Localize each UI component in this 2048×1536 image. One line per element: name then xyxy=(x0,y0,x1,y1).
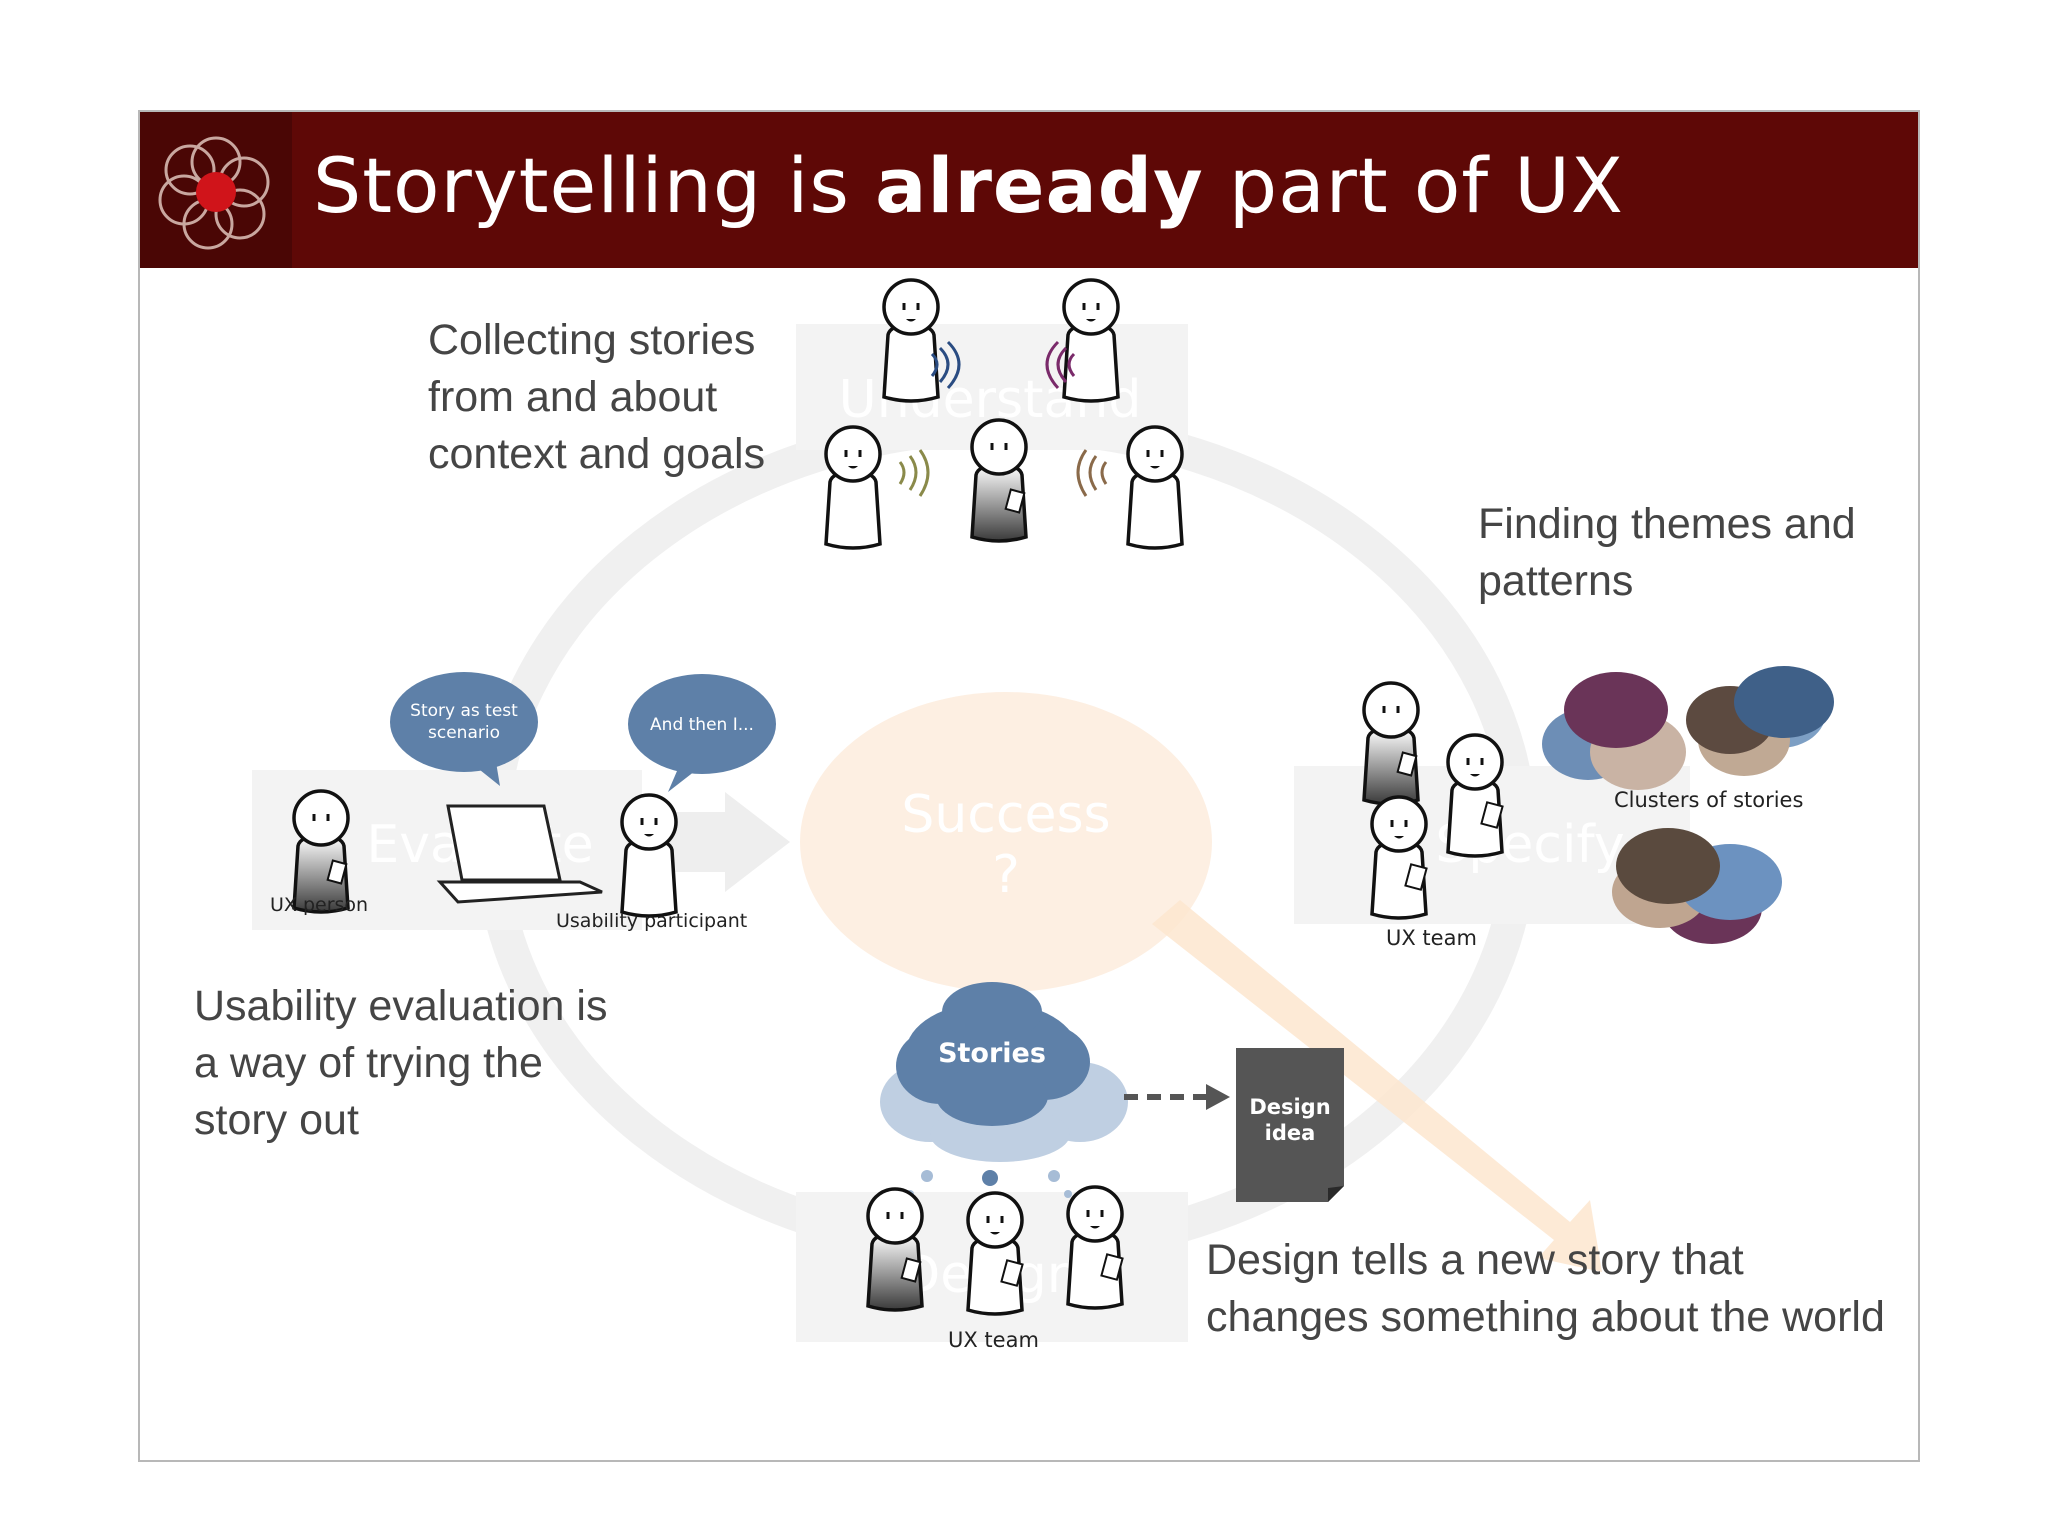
person-icon xyxy=(1062,278,1120,403)
speech-bubble-icon: And then I... xyxy=(628,674,776,792)
person-icon xyxy=(970,418,1028,543)
collecting-caption: Collecting stories from and about contex… xyxy=(428,312,765,483)
caption-line: a way of trying the xyxy=(194,1039,543,1087)
caption-line: from and about xyxy=(428,373,718,421)
person-icon xyxy=(1066,1185,1125,1310)
usability-participant-label: Usability participant xyxy=(556,910,748,932)
svg-text:scenario: scenario xyxy=(428,723,500,743)
cycle-diagram: Understand Evaluate Specify Design Succe… xyxy=(252,278,1834,1342)
story-clusters-icon xyxy=(1542,666,1834,944)
person-icon xyxy=(1126,425,1184,550)
svg-text:Stories: Stories xyxy=(938,1038,1046,1069)
clusters-label: Clusters of stories xyxy=(1614,788,1804,812)
success-ellipse xyxy=(800,692,1212,992)
design-caption: Design tells a new story that changes so… xyxy=(1206,1232,1885,1346)
speech-bubble-icon: Story as test scenario xyxy=(390,672,538,786)
evaluate-arrow xyxy=(640,792,790,892)
slide-title: Storytelling is already part of UX xyxy=(313,141,1624,230)
evaluation-caption: Usability evaluation is a way of trying … xyxy=(194,978,607,1149)
slide: Understand Evaluate Specify Design Succe… xyxy=(138,110,1920,1462)
document-icon: Design idea xyxy=(1236,1048,1344,1202)
ux-person-label: UX person xyxy=(270,894,369,916)
title-bar: Storytelling is already part of UX xyxy=(140,112,1918,268)
caption-line: patterns xyxy=(1478,557,1634,605)
ux-team-bottom-label: UX team xyxy=(948,1328,1039,1352)
caption-line: changes something about the world xyxy=(1206,1293,1885,1341)
dashed-arrow xyxy=(1124,1084,1230,1110)
person-icon xyxy=(966,1191,1025,1316)
person-icon xyxy=(620,793,678,918)
success-arrow xyxy=(1152,900,1602,1272)
svg-text:And then I...: And then I... xyxy=(650,715,754,735)
person-icon xyxy=(1370,795,1429,920)
person-icon xyxy=(866,1187,924,1312)
svg-text:idea: idea xyxy=(1265,1121,1316,1145)
person-icon xyxy=(882,278,940,403)
person-icon xyxy=(1446,733,1505,858)
svg-text:Story as test: Story as test xyxy=(410,701,518,721)
themes-caption: Finding themes and patterns xyxy=(1478,496,1856,610)
caption-line: Design tells a new story that xyxy=(1206,1236,1744,1284)
laptop-icon xyxy=(436,804,603,904)
ux-team-right-label: UX team xyxy=(1386,926,1477,950)
caption-line: Collecting stories xyxy=(428,316,756,364)
person-icon xyxy=(824,425,882,550)
svg-text:Design: Design xyxy=(1249,1095,1330,1119)
success-word: Success xyxy=(901,785,1110,845)
sound-waves-icon xyxy=(898,340,1108,497)
logo xyxy=(140,112,292,268)
success-question: ? xyxy=(992,845,1020,905)
caption-line: context and goals xyxy=(428,430,766,478)
flower-logo-icon xyxy=(158,136,270,250)
person-icon xyxy=(1362,681,1420,806)
caption-line: Usability evaluation is xyxy=(194,982,608,1030)
cloud-icon: Stories xyxy=(880,982,1128,1204)
caption-line: story out xyxy=(194,1096,359,1144)
caption-line: Finding themes and xyxy=(1478,500,1856,548)
